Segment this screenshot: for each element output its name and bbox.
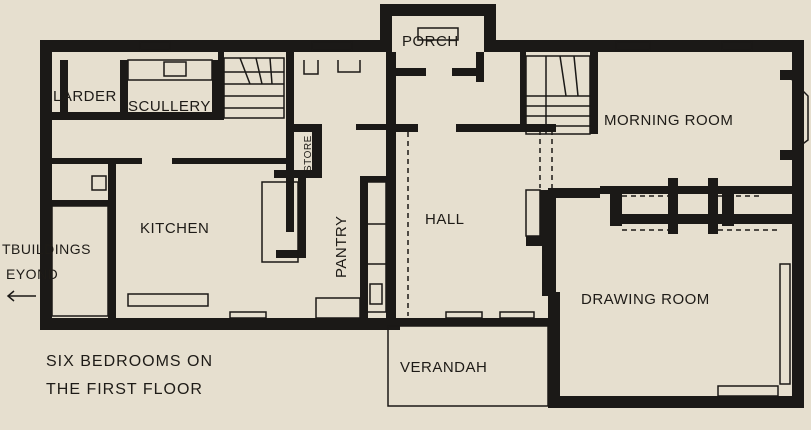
label-outbuildings-1: TBUILDINGS — [2, 241, 91, 257]
room-labels: PORCH LARDER SCULLERY STORE MORNING ROOM… — [2, 33, 733, 376]
label-kitchen: KITCHEN — [140, 220, 209, 237]
left-arrow-icon — [6, 290, 36, 302]
label-outbuildings-2: EYOND — [6, 266, 58, 282]
label-larder: LARDER — [53, 88, 117, 105]
label-scullery: SCULLERY — [128, 98, 211, 115]
interior-walls — [52, 52, 792, 324]
label-drawing-room: DRAWING ROOM — [581, 291, 710, 308]
label-hall: HALL — [425, 211, 465, 228]
label-porch: PORCH — [402, 33, 459, 50]
label-store: STORE — [303, 135, 314, 172]
fixtures — [51, 27, 809, 407]
floor-note: SIX BEDROOMS ON THE FIRST FLOOR — [46, 353, 213, 398]
note-line-2: THE FIRST FLOOR — [46, 381, 203, 398]
label-morning-room: MORNING ROOM — [604, 112, 733, 129]
label-pantry: PANTRY — [333, 216, 350, 278]
note-line-1: SIX BEDROOMS ON — [46, 353, 213, 370]
label-verandah: VERANDAH — [400, 359, 487, 376]
outer-walls — [40, 4, 804, 408]
